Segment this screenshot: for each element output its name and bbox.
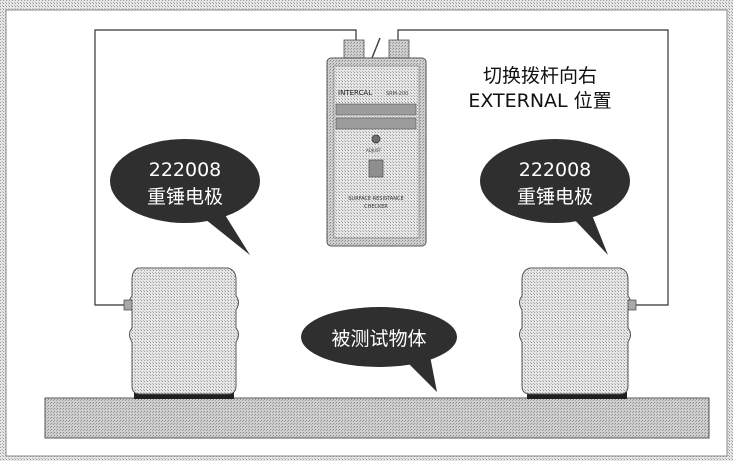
wire-left [94, 29, 357, 306]
callout-object: 被测试物体 [301, 307, 457, 392]
adjust-knob-icon[interactable] [371, 134, 381, 144]
callout-object-name: 被测试物体 [331, 328, 426, 350]
instruction-line-1: 切换拨杆向右 [483, 65, 597, 87]
wire-right [397, 29, 669, 306]
callout-left-name: 重锤电极 [147, 186, 223, 208]
led-row-2 [335, 117, 417, 130]
meter-caption-2: CHECKER [364, 204, 388, 210]
electrode-right [519, 267, 637, 399]
callout-right: 222008 重锤电极 [480, 139, 630, 255]
wires [94, 29, 669, 306]
resistance-meter: INTERCAL SRM-200 ADJUST SURFACE RESISTAN… [326, 37, 427, 247]
meter-model: SRM-200 [386, 91, 408, 97]
callout-right-part: 222008 [519, 159, 592, 181]
led-row-1 [335, 103, 417, 116]
knob-label: ADJUST [366, 148, 381, 153]
switch-lever [371, 37, 381, 59]
meter-brand: INTERCAL [338, 89, 372, 97]
callout-right-name: 重锤电极 [517, 186, 593, 208]
electrode-left [123, 267, 239, 399]
test-object-table [44, 397, 710, 439]
instruction-line-2: EXTERNAL 位置 [468, 90, 611, 112]
test-button[interactable] [368, 159, 384, 178]
meter-caption-1: SURFACE RESISTANCE [348, 196, 403, 202]
callout-left: 222008 重锤电极 [110, 139, 260, 255]
callout-left-part: 222008 [149, 159, 222, 181]
